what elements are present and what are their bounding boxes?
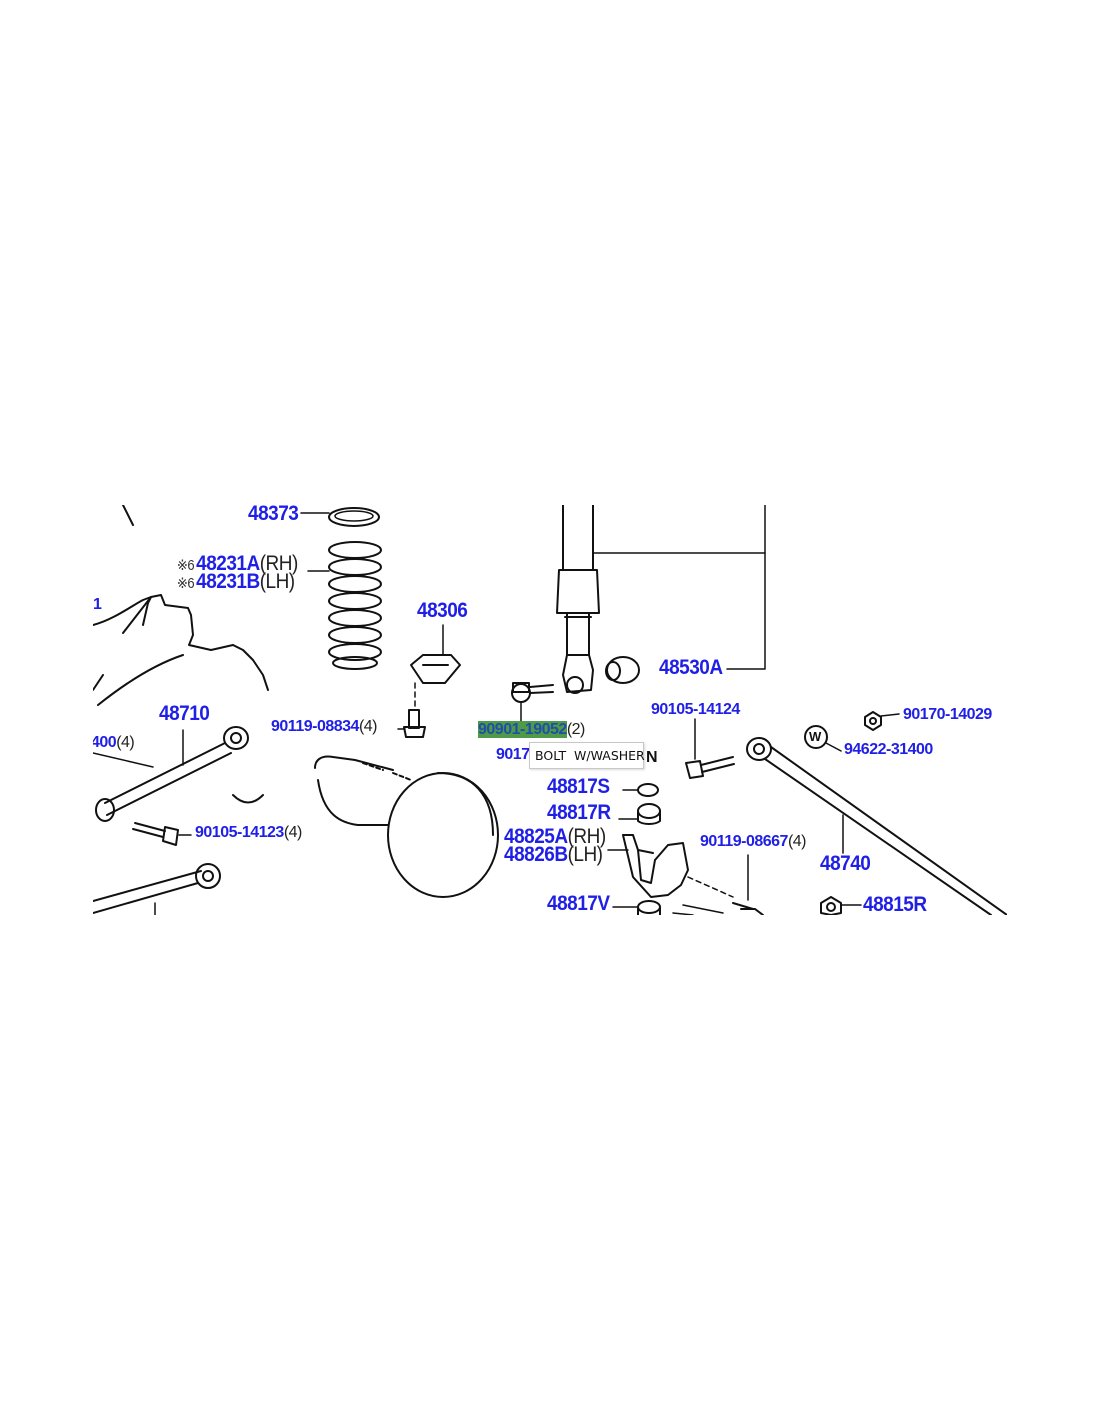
part-number-90119-08834[interactable]: 90119-08834 — [271, 718, 359, 735]
part-label-90170-14029[interactable]: 90170-14029 — [903, 706, 992, 723]
lateral-rod-48740 — [746, 737, 1007, 915]
bushing-48817r — [618, 803, 661, 825]
part-label-48373[interactable]: 48373 — [248, 505, 299, 526]
qty-90105-14123: (4) — [283, 824, 303, 841]
bolt-90105-14123 — [132, 822, 192, 846]
side-rh: (RH) — [259, 551, 299, 576]
part-label-48817s[interactable]: 48817S — [547, 774, 610, 799]
lower-arm-48710 — [95, 726, 249, 822]
part-number-48825a[interactable]: 48825A — [504, 824, 568, 849]
part-label-48817v[interactable]: 48817V — [547, 891, 610, 915]
bushing-48817v — [612, 900, 661, 915]
part-label-48826b[interactable]: 48826B(LH) — [504, 844, 603, 865]
bolt-90119-08834 — [403, 709, 426, 738]
part-label-cut-400[interactable]: 400(4) — [93, 734, 135, 751]
diagram-drawing — [93, 505, 1007, 915]
axle-housing — [314, 755, 499, 898]
part-label-48710[interactable]: 48710 — [159, 701, 210, 726]
part-label-48306[interactable]: 48306 — [417, 598, 468, 623]
side-lh: (LH) — [567, 842, 603, 867]
part-number-48231a[interactable]: 48231A — [196, 551, 260, 576]
part-label-90105-14124[interactable]: 90105-14124 — [651, 701, 740, 718]
part-label-48815r[interactable]: 48815R — [863, 892, 927, 915]
washer-w-mark: W — [809, 729, 821, 744]
part-tooltip: BOLT W/WASHER — [529, 742, 645, 769]
part-label-94622-31400[interactable]: 94622-31400 — [844, 741, 933, 758]
bushing-48530a — [605, 656, 640, 684]
part-label-9017-partial[interactable]: 9017 — [496, 746, 530, 763]
ring-part — [328, 507, 380, 527]
qty-90119-08834: (4) — [358, 718, 378, 735]
part-number-90105-14123[interactable]: 90105-14123 — [195, 824, 284, 841]
side-lh: (LH) — [259, 569, 295, 594]
shock-absorber — [556, 505, 600, 694]
part-label-48825a[interactable]: 48825A(RH) — [504, 826, 606, 847]
bolt-90105-14124 — [685, 718, 735, 779]
part-label-48817r[interactable]: 48817R — [547, 800, 611, 825]
part-number-48826b[interactable]: 48826B — [504, 842, 568, 867]
bracket-48825a — [607, 834, 689, 898]
side-rh: (RH) — [567, 824, 607, 849]
part-label-90901-19052[interactable]: 90901-19052(2) — [478, 721, 586, 738]
coil-spring — [328, 541, 382, 670]
part-label-90119-08667[interactable]: 90119-08667(4) — [700, 833, 807, 850]
bolt-90119-08667 — [732, 854, 764, 915]
part-label-48740[interactable]: 48740 — [820, 851, 871, 876]
part-label-n-partial: N — [646, 749, 658, 766]
part-number-cut-400[interactable]: 400 — [93, 734, 117, 751]
bump-stopper — [410, 624, 461, 684]
qty-90901-19052: (2) — [566, 721, 586, 738]
qty-90119-08667: (4) — [787, 833, 807, 850]
part-label-48530a[interactable]: 48530A — [659, 655, 723, 680]
nut-90170-14029 — [864, 711, 900, 731]
part-number-90901-19052-highlighted[interactable]: 90901-19052 — [478, 721, 567, 738]
part-label-cut-1[interactable]: 1 — [93, 596, 102, 613]
note-mark: ※6 — [177, 556, 195, 574]
part-label-90105-14123[interactable]: 90105-14123(4) — [195, 825, 302, 841]
note-mark: ※6 — [177, 574, 195, 592]
nut-48815r — [820, 896, 862, 915]
leader-400 — [93, 752, 154, 768]
washer-circle — [804, 725, 828, 749]
lower-arm-bottom — [93, 863, 221, 915]
body-outline — [93, 505, 269, 804]
qty-cut-400: (4) — [116, 734, 135, 751]
bushing-48817s — [622, 783, 659, 797]
bolt-90901-19052 — [511, 682, 554, 724]
part-label-90119-08834[interactable]: 90119-08834(4) — [271, 718, 378, 735]
part-number-48231b[interactable]: 48231B — [196, 569, 260, 594]
part-number-90119-08667[interactable]: 90119-08667 — [700, 833, 788, 850]
